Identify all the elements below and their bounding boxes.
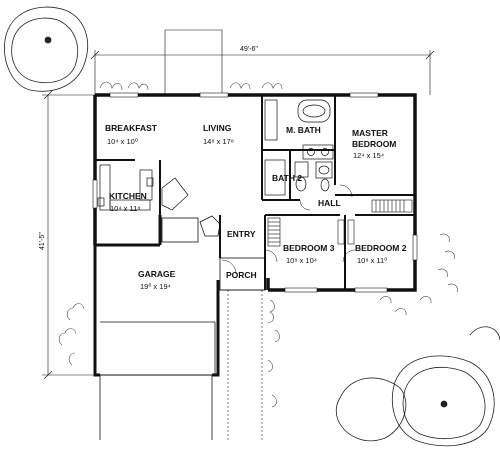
hall-label: HALL (318, 198, 341, 208)
bedroom-2-label: BEDROOM 2 (355, 243, 407, 253)
driveway (99, 321, 216, 440)
site-line (164, 29, 223, 95)
master-bedroom-label-line1: MASTER (352, 128, 388, 138)
garage-storage (161, 215, 221, 243)
bedroom-3-label: BEDROOM 3 (283, 243, 335, 253)
windows (92, 92, 418, 293)
kitchen-size: 10⁴ x 11⁸ (110, 204, 140, 213)
bedroom-3-size: 10⁸ x 10⁴ (286, 256, 317, 265)
master-bedroom-label-line2: BEDROOM (352, 139, 396, 149)
depth-dimension-label: 41'-5" (39, 232, 46, 250)
interior-walls (95, 95, 415, 290)
tree-top-left-icon (4, 6, 89, 92)
breakfast-size: 10⁴ x 10⁰ (107, 137, 138, 146)
porch-label: PORCH (226, 270, 257, 280)
m-bath-label: M. BATH (286, 125, 321, 135)
garage-walls (93, 215, 220, 377)
front-walk (227, 290, 263, 440)
width-dimension-label: 49'-6" (240, 46, 258, 53)
master-bath-fixtures (264, 99, 334, 160)
bedroom-2-size: 10⁸ x 11⁰ (357, 256, 387, 265)
garage-label: GARAGE (138, 269, 176, 279)
living-size: 14⁸ x 17⁸ (203, 137, 234, 146)
master-bedroom-size: 12⁴ x 15⁴ (353, 151, 384, 160)
breakfast-label: BREAKFAST (105, 123, 158, 133)
kitchen-label: KITCHEN (109, 191, 147, 201)
bath2-fixtures (264, 159, 333, 196)
garage-size: 19⁰ x 19⁴ (140, 282, 171, 291)
width-dimension-line (90, 50, 435, 95)
depth-dimension-line (42, 90, 95, 380)
shrubs-icon (58, 81, 458, 408)
bedroom-closets (267, 199, 413, 247)
bath-2-label: BATH 2 (272, 173, 302, 183)
tree-bottom-right-icon (335, 326, 500, 447)
kitchen-cabinets (97, 164, 189, 211)
door-swings (221, 184, 356, 275)
living-label: LIVING (203, 123, 232, 133)
entry-label: ENTRY (227, 229, 256, 239)
